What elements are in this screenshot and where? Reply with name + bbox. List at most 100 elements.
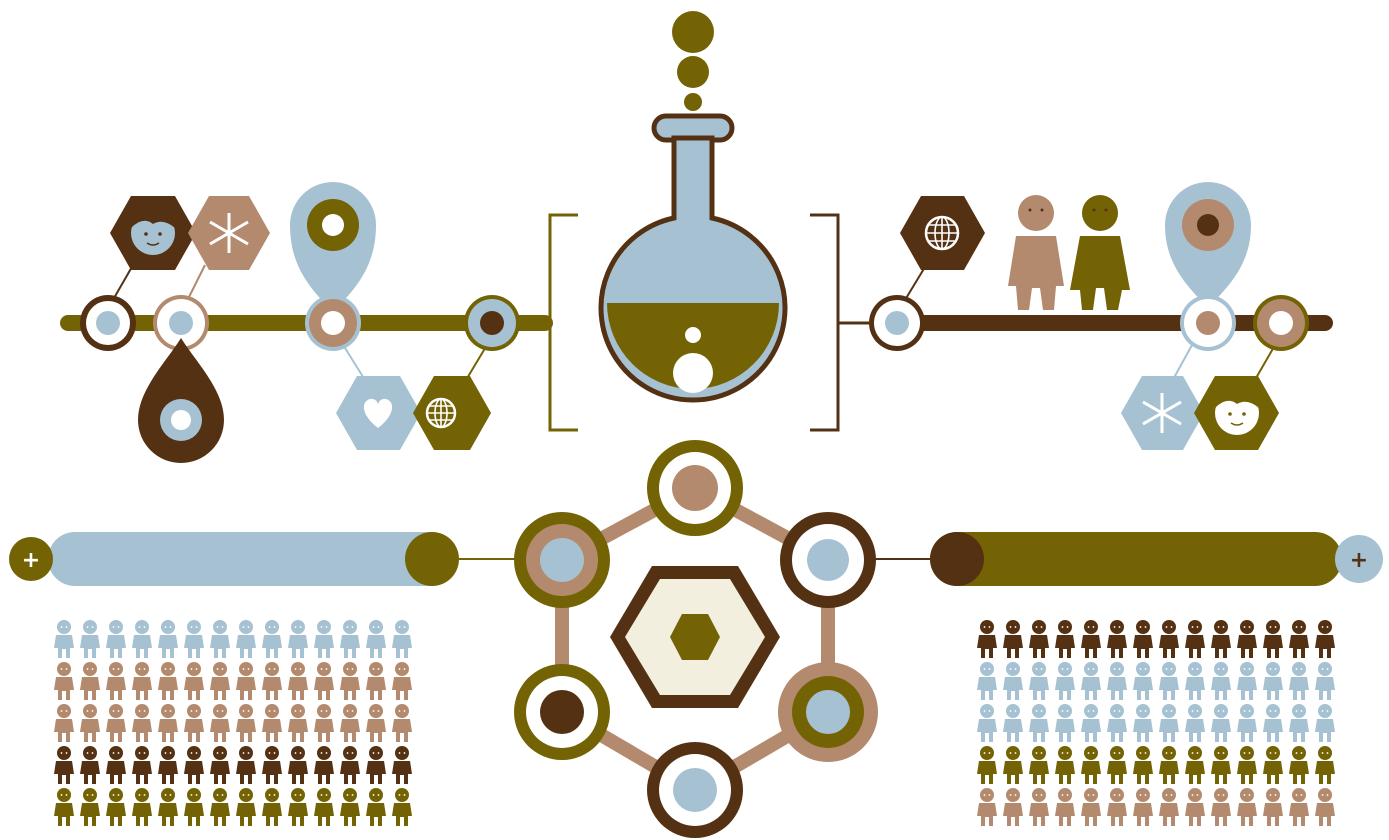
person-icon [158, 662, 178, 700]
person-icon [366, 746, 386, 784]
person-icon [1185, 746, 1205, 784]
person-icon [1211, 620, 1231, 658]
left-plus-button[interactable]: + [9, 537, 53, 581]
face-icon [1215, 386, 1259, 435]
person-icon [1263, 704, 1283, 742]
person-icon [1237, 704, 1257, 742]
bubble-large [672, 11, 714, 53]
person-icon [1081, 704, 1101, 742]
person-icon [132, 620, 152, 658]
right-timeline [838, 182, 1333, 450]
person-icon [366, 662, 386, 700]
molecule-node-top-right [780, 512, 876, 608]
person-icon [1133, 746, 1153, 784]
bubble-small [684, 93, 702, 111]
person-icon [132, 788, 152, 826]
plus-icon[interactable]: + [1350, 548, 1368, 573]
person-icon [54, 620, 74, 658]
crowd-left [54, 620, 412, 826]
person-icon [106, 788, 126, 826]
bubble-medium [677, 56, 709, 88]
person-icon [1081, 788, 1101, 826]
person-icon [1003, 788, 1023, 826]
hex-globe-left [413, 376, 491, 450]
right-progress-bar [875, 532, 1342, 586]
person-icon [236, 788, 256, 826]
person-icon [1237, 788, 1257, 826]
flask-bubble-small [685, 327, 701, 343]
molecule-node-top-left [514, 512, 610, 608]
person-icon [314, 662, 334, 700]
person-icon [977, 704, 997, 742]
person-icon [1003, 746, 1023, 784]
person-icon [236, 620, 256, 658]
person-icon [1315, 662, 1335, 700]
right-plus-button[interactable]: + [1335, 535, 1383, 583]
asterisk-icon [209, 213, 249, 253]
hex-asterisk-left [188, 196, 270, 270]
molecule-node-bottom [647, 742, 743, 838]
couple-icon [1008, 195, 1130, 310]
person-icon [1263, 662, 1283, 700]
person-icon [392, 704, 412, 742]
person-icon [392, 788, 412, 826]
person-icon [210, 746, 230, 784]
molecule-node-top [647, 440, 743, 536]
person-icon [1107, 788, 1127, 826]
person-icon [1081, 620, 1101, 658]
person-icon [1211, 788, 1231, 826]
person-icon [1029, 620, 1049, 658]
person-icon [106, 620, 126, 658]
person-icon [1133, 662, 1153, 700]
bubbles [672, 11, 714, 111]
person-icon [1003, 620, 1023, 658]
person-icon [262, 704, 282, 742]
person-icon [1237, 620, 1257, 658]
person-icon [54, 746, 74, 784]
person-icon [1185, 704, 1205, 742]
person-icon [288, 746, 308, 784]
person-icon [1315, 704, 1335, 742]
person-icon [288, 662, 308, 700]
person-icon [1055, 788, 1075, 826]
person-icon [1003, 704, 1023, 742]
left-timeline [60, 182, 553, 463]
person-icon [1211, 746, 1231, 784]
person-icon [1237, 746, 1257, 784]
person-icon [184, 704, 204, 742]
person-icon [210, 788, 230, 826]
person-icon [1055, 704, 1075, 742]
drop-icon [138, 338, 224, 463]
person-icon [158, 746, 178, 784]
molecule-diagram [514, 440, 878, 838]
person-icon [366, 620, 386, 658]
person-icon [54, 662, 74, 700]
person-icon [210, 620, 230, 658]
person-icon [1185, 620, 1205, 658]
heart-icon [363, 398, 393, 428]
person-icon [288, 620, 308, 658]
person-icon [314, 746, 334, 784]
person-icon [132, 746, 152, 784]
person-icon [236, 746, 256, 784]
person-icon [236, 662, 256, 700]
person-icon [314, 788, 334, 826]
person-icon [1133, 788, 1153, 826]
hex-face-right [1194, 376, 1279, 450]
right-node-2 [1180, 295, 1236, 351]
person-icon [1263, 620, 1283, 658]
person-icon [314, 704, 334, 742]
left-node-1 [80, 295, 136, 351]
person-icon [340, 746, 360, 784]
person-icon [1133, 704, 1153, 742]
person-icon [1289, 620, 1309, 658]
hex-heart-left [336, 376, 421, 450]
person-icon [1055, 662, 1075, 700]
person-icon [340, 620, 360, 658]
person-icon [977, 662, 997, 700]
plus-icon[interactable]: + [22, 548, 40, 573]
person-icon [184, 662, 204, 700]
person-icon [1315, 620, 1335, 658]
person-icon [1289, 704, 1309, 742]
